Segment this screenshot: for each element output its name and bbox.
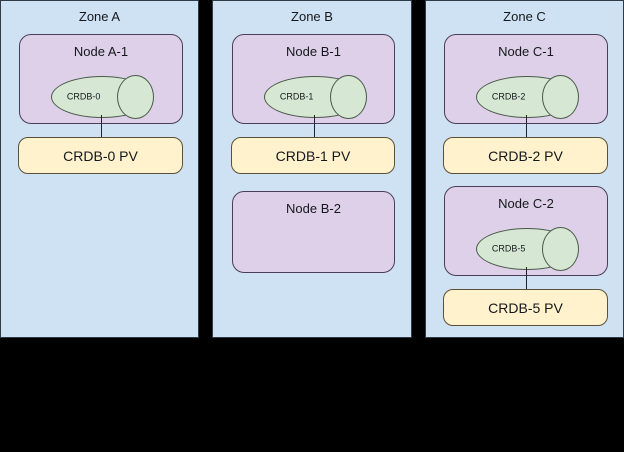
node-c-1-title: Node C-1 bbox=[498, 44, 554, 59]
connector-node-c-2-to-crdb-5-pv bbox=[526, 267, 527, 291]
node-a-1-container: Node A-1 CRDB-0 bbox=[19, 34, 183, 124]
node-b-1-title: Node B-1 bbox=[286, 44, 341, 59]
pv-crdb-5-container: CRDB-5 PV bbox=[443, 289, 608, 326]
database-crdb-2: CRDB-2 bbox=[476, 75, 579, 119]
node-c-2-title: Node C-2 bbox=[498, 196, 554, 211]
pv-crdb-5-label: CRDB-5 PV bbox=[488, 299, 563, 316]
database-crdb-5: CRDB-5 bbox=[476, 227, 579, 271]
zone-a-container: Zone A Node A-1 CRDB-0 CRDB-0 PV bbox=[0, 0, 199, 338]
pv-crdb-2-container: CRDB-2 PV bbox=[443, 137, 608, 174]
database-cylinder-cap bbox=[542, 75, 579, 119]
pv-crdb-2-label: CRDB-2 PV bbox=[488, 147, 563, 164]
pv-crdb-1-container: CRDB-1 PV bbox=[231, 137, 395, 174]
node-c-1-container: Node C-1 CRDB-2 bbox=[444, 34, 608, 124]
connector-node-a-1-to-crdb-0-pv bbox=[101, 115, 102, 139]
zone-a-title: Zone A bbox=[78, 9, 121, 24]
zone-c-container: Zone C Node C-1 CRDB-2 CRDB-2 PV Node C-… bbox=[425, 0, 624, 338]
zone-c-title: Zone C bbox=[503, 9, 546, 24]
database-cylinder-cap bbox=[330, 75, 367, 119]
database-crdb-0-label: CRDB-0 bbox=[66, 91, 101, 102]
database-crdb-5-label: CRDB-5 bbox=[491, 243, 526, 254]
pv-crdb-0-container: CRDB-0 PV bbox=[18, 137, 183, 174]
database-crdb-1-label: CRDB-1 bbox=[279, 91, 314, 102]
node-c-2-container: Node C-2 CRDB-5 bbox=[444, 186, 608, 276]
database-cylinder-cap bbox=[117, 75, 154, 119]
pv-crdb-0-label: CRDB-0 PV bbox=[63, 147, 138, 164]
node-b-2-title: Node B-2 bbox=[286, 201, 341, 216]
database-cylinder-cap bbox=[542, 227, 579, 271]
node-a-1-title: Node A-1 bbox=[73, 44, 129, 59]
connector-node-b-1-to-crdb-1-pv bbox=[314, 115, 315, 139]
connector-node-c-1-to-crdb-2-pv bbox=[526, 115, 527, 139]
database-crdb-1: CRDB-1 bbox=[264, 75, 367, 119]
database-crdb-0: CRDB-0 bbox=[51, 75, 154, 119]
zone-b-title: Zone B bbox=[291, 9, 333, 24]
database-crdb-2-label: CRDB-2 bbox=[491, 91, 526, 102]
node-b-2-container: Node B-2 bbox=[232, 191, 395, 273]
pv-crdb-1-label: CRDB-1 PV bbox=[275, 147, 351, 164]
zone-b-container: Zone B Node B-1 CRDB-1 CRDB-1 PV Node B-… bbox=[212, 0, 412, 338]
node-b-1-container: Node B-1 CRDB-1 bbox=[232, 34, 395, 124]
